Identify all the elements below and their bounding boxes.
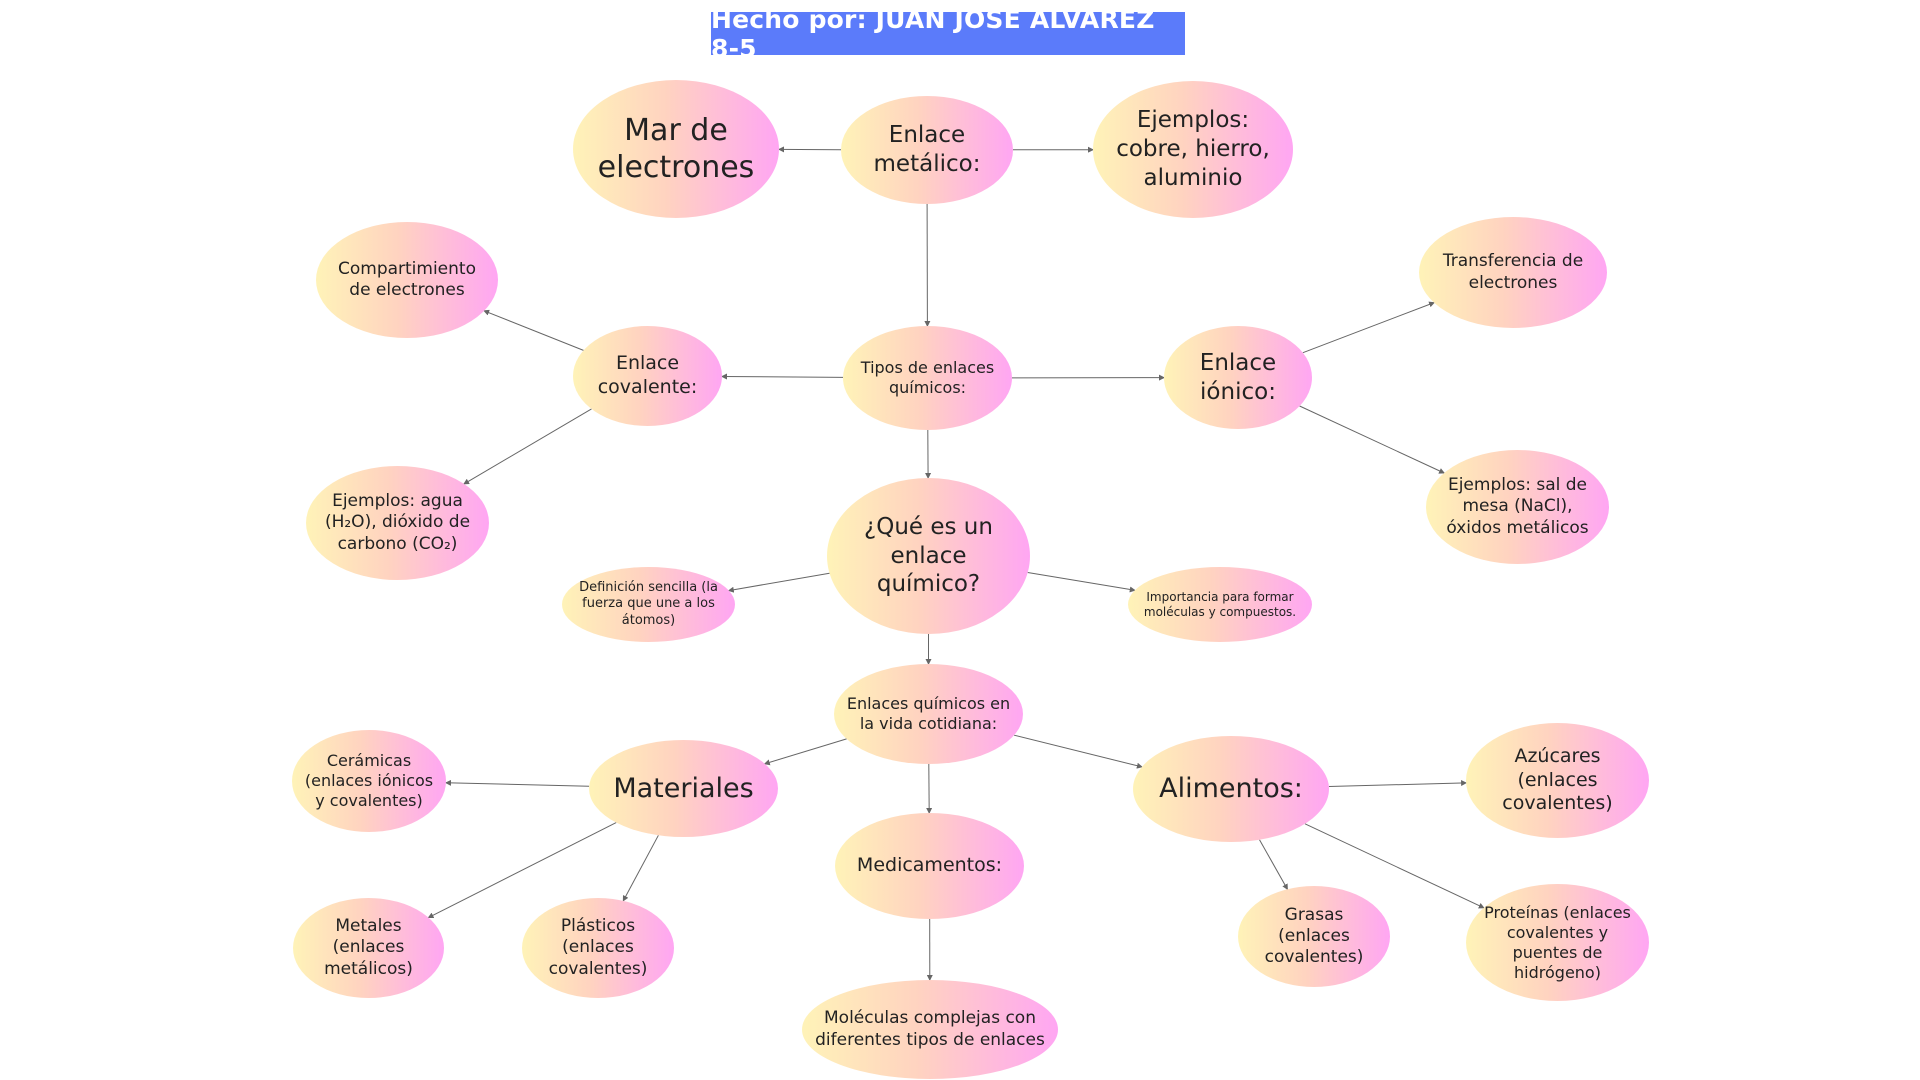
node-medicamentos[interactable]: Medicamentos: bbox=[835, 813, 1024, 919]
node-ejemplos-sal[interactable]: Ejemplos: sal de mesa (NaCl), óxidos met… bbox=[1426, 450, 1609, 564]
node-label: Ejemplos: agua (H₂O), dióxido de carbono… bbox=[324, 491, 471, 554]
node-transferencia-electrones[interactable]: Transferencia de electrones bbox=[1419, 217, 1607, 328]
node-label: Enlace iónico: bbox=[1199, 349, 1277, 405]
node-label: ¿Qué es un enlace químico? bbox=[864, 513, 993, 598]
node-label: Enlace metálico: bbox=[873, 122, 981, 177]
node-mar-de-electrones[interactable]: Mar de electrones bbox=[573, 80, 779, 218]
node-que-es-enlace[interactable]: ¿Qué es un enlace químico? bbox=[827, 478, 1030, 634]
node-enlace-metalico[interactable]: Enlace metálico: bbox=[841, 96, 1013, 204]
edge-materiales-ceramicas bbox=[445, 779, 590, 787]
node-label: Ejemplos: sal de mesa (NaCl), óxidos met… bbox=[1446, 475, 1589, 538]
node-materiales[interactable]: Materiales bbox=[589, 740, 778, 837]
edge-covalente-compartimiento bbox=[483, 309, 584, 351]
node-moleculas-complejas[interactable]: Moléculas complejas con diferentes tipos… bbox=[802, 980, 1058, 1079]
node-label: Alimentos: bbox=[1159, 773, 1303, 805]
node-label: Compartimiento de electrones bbox=[337, 258, 476, 300]
node-importancia[interactable]: Importancia para formar moléculas y comp… bbox=[1128, 567, 1312, 642]
node-compartimiento-electrones[interactable]: Compartimiento de electrones bbox=[316, 222, 498, 338]
node-label: Materiales bbox=[613, 772, 754, 804]
edge-vida-materiales bbox=[763, 738, 847, 766]
edge-materiales-plasticos bbox=[622, 835, 659, 902]
node-enlace-ionico[interactable]: Enlace iónico: bbox=[1164, 326, 1312, 429]
node-label: Enlaces químicos en la vida cotidiana: bbox=[846, 694, 1011, 733]
node-label: Mar de electrones bbox=[597, 112, 755, 186]
node-tipos-de-enlaces[interactable]: Tipos de enlaces químicos: bbox=[843, 326, 1012, 430]
edge-que_es-importancia bbox=[1027, 572, 1136, 593]
node-label: Enlace covalente: bbox=[597, 352, 698, 398]
node-label: Ejemplos: cobre, hierro, aluminio bbox=[1116, 107, 1270, 191]
node-enlaces-vida-cotidiana[interactable]: Enlaces químicos en la vida cotidiana: bbox=[834, 664, 1023, 764]
node-alimentos[interactable]: Alimentos: bbox=[1133, 736, 1329, 842]
node-label: Azúcares (enlaces covalentes) bbox=[1502, 744, 1613, 815]
node-label: Grasas (enlaces covalentes) bbox=[1264, 904, 1364, 968]
node-definicion[interactable]: Definición sencilla (la fuerza que une a… bbox=[562, 567, 735, 642]
node-ejemplos-agua[interactable]: Ejemplos: agua (H₂O), dióxido de carbono… bbox=[306, 466, 489, 580]
edge-covalente-ejemplos_agua bbox=[463, 408, 592, 485]
node-label: Definición sencilla (la fuerza que une a… bbox=[579, 580, 718, 628]
node-label: Medicamentos: bbox=[856, 854, 1003, 877]
edge-que_es-definicion bbox=[727, 572, 830, 593]
node-label: Importancia para formar moléculas y comp… bbox=[1143, 589, 1297, 619]
edge-alimentos-grasas bbox=[1259, 839, 1288, 891]
node-azucares[interactable]: Azúcares (enlaces covalentes) bbox=[1466, 723, 1649, 838]
edge-tipos-covalente bbox=[721, 373, 844, 380]
edge-ionico-transferencia bbox=[1302, 301, 1436, 354]
node-grasas[interactable]: Grasas (enlaces covalentes) bbox=[1238, 886, 1390, 987]
node-proteinas[interactable]: Proteínas (enlaces covalentes y puentes … bbox=[1466, 884, 1649, 1001]
node-label: Metales (enlaces metálicos) bbox=[324, 916, 413, 979]
edge-vida-alimentos bbox=[1013, 734, 1143, 769]
author-title: Hecho por: JUAN JOSE ALVAREZ 8-5 bbox=[711, 5, 1185, 63]
node-label: Tipos de enlaces químicos: bbox=[860, 358, 995, 397]
node-label: Moléculas complejas con diferentes tipos… bbox=[815, 1008, 1045, 1050]
edge-ionico-ejemplos_sal bbox=[1299, 405, 1446, 474]
edge-alimentos-azucares bbox=[1328, 780, 1468, 787]
node-metales[interactable]: Metales (enlaces metálicos) bbox=[293, 898, 444, 998]
node-label: Proteínas (enlaces covalentes y puentes … bbox=[1484, 902, 1631, 982]
node-ejemplos-metal[interactable]: Ejemplos: cobre, hierro, aluminio bbox=[1093, 81, 1293, 218]
node-label: Plásticos (enlaces covalentes) bbox=[548, 916, 648, 979]
node-plasticos[interactable]: Plásticos (enlaces covalentes) bbox=[522, 898, 674, 998]
node-enlace-covalente[interactable]: Enlace covalente: bbox=[573, 326, 722, 426]
node-label: Transferencia de electrones bbox=[1442, 251, 1584, 293]
node-label: Cerámicas (enlaces iónicos y covalentes) bbox=[304, 751, 434, 810]
node-ceramicas[interactable]: Cerámicas (enlaces iónicos y covalentes) bbox=[292, 730, 446, 832]
